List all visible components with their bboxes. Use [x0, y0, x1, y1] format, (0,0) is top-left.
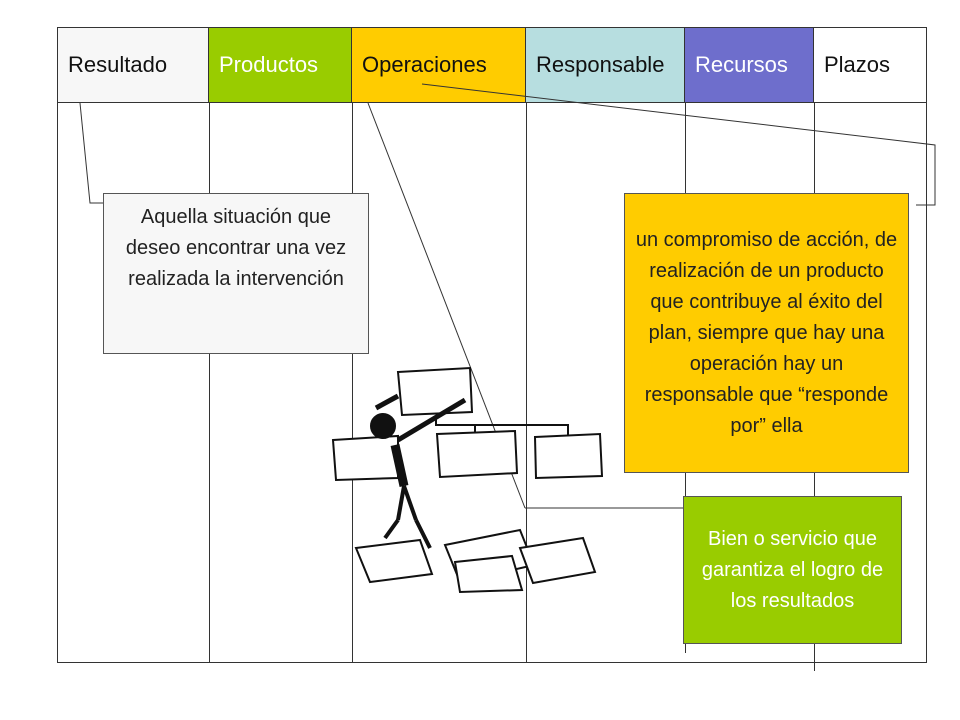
column-divider [209, 103, 210, 663]
header-label: Productos [219, 52, 319, 77]
connector-resultado [79, 102, 103, 204]
header-responsable: Responsable [526, 27, 685, 103]
header-plazos: Plazos [814, 27, 927, 103]
header-resultado: Resultado [57, 27, 209, 103]
header-label: Resultado [68, 52, 168, 77]
header-productos: Productos [209, 27, 352, 103]
header-recursos: Recursos [685, 27, 814, 103]
header-label: Recursos [695, 52, 788, 77]
callout-producto-definition: Bien o servicio que garantiza el logro d… [683, 496, 902, 644]
header-label: Responsable [536, 52, 665, 77]
connector-operacion [421, 83, 936, 206]
column-divider [352, 103, 353, 663]
header-operaciones: Operaciones [352, 27, 526, 103]
stick-figure-illustration [331, 366, 604, 594]
header-label: Operaciones [362, 52, 487, 77]
header-label: Plazos [824, 52, 891, 77]
column-divider [526, 103, 527, 663]
callout-resultado-definition: Aquella situación que deseo encontrar un… [103, 193, 369, 354]
callout-operacion-definition: un compromiso de acción, de realización … [624, 193, 909, 473]
